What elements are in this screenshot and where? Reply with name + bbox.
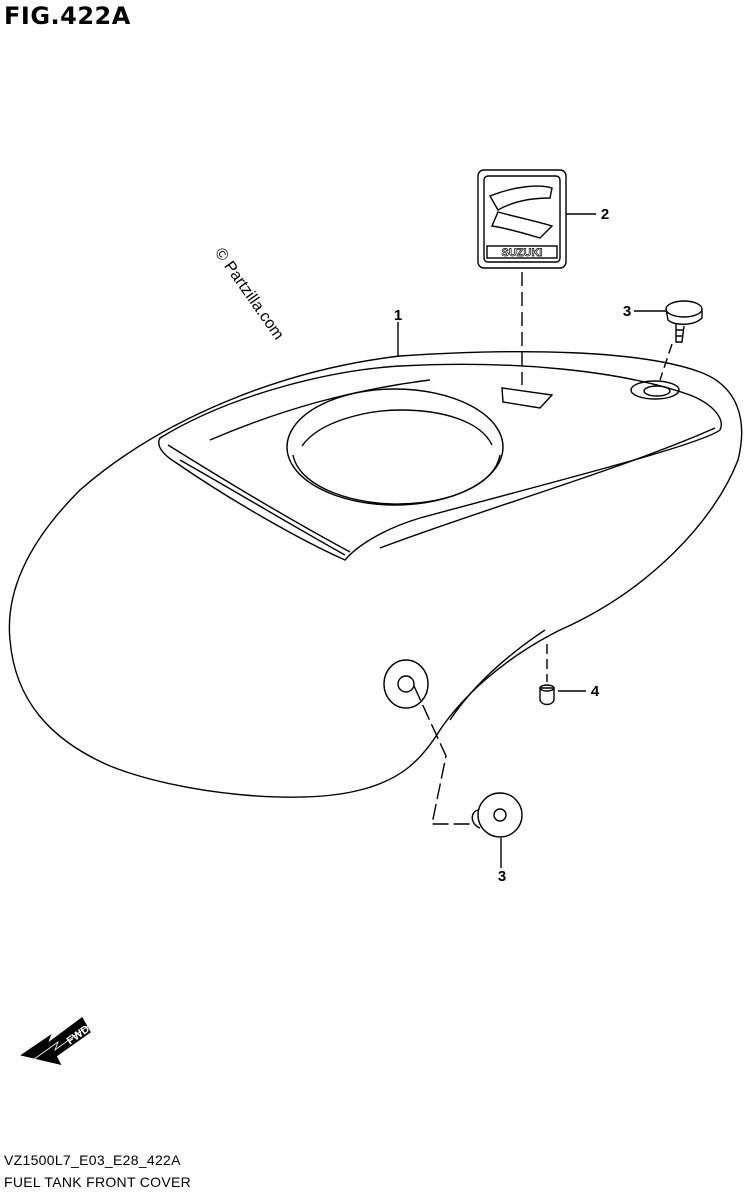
fuel-tank-front-cover[interactable]	[8, 351, 743, 798]
fwd-direction-arrow: FWD	[20, 1016, 92, 1066]
suzuki-emblem[interactable]: SUZUKI	[477, 169, 567, 269]
leader-lines	[397, 213, 673, 868]
screw-top[interactable]	[665, 300, 703, 343]
figure-code: VZ1500L7_E03_E28_422A	[4, 1152, 181, 1168]
clip-nut[interactable]	[539, 684, 555, 706]
callout-3-bottom: 3	[498, 868, 506, 885]
callout-2: 2	[601, 206, 609, 223]
emblem-brand-text: SUZUKI	[502, 247, 543, 259]
figure-title: FIG.422A	[4, 2, 131, 30]
figure-description: FUEL TANK FRONT COVER	[4, 1174, 192, 1190]
callout-4: 4	[591, 683, 600, 700]
callout-1: 1	[394, 307, 402, 324]
grommet-bottom[interactable]	[471, 792, 523, 838]
fwd-label: FWD	[65, 1023, 92, 1047]
callout-3-top: 3	[623, 303, 631, 320]
